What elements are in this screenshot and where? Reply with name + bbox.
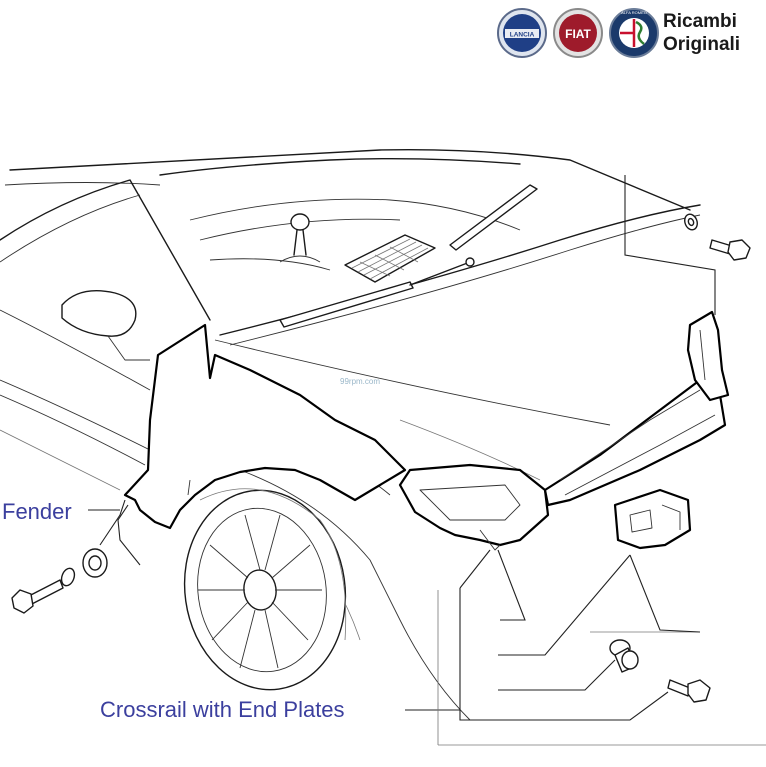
leader-lines: [88, 499, 766, 746]
bottom-fasteners: [590, 631, 711, 703]
label-fender: Fender: [2, 499, 72, 524]
fender-fasteners: [11, 548, 108, 614]
washer-icon: [60, 567, 76, 587]
brand-line-ricambi: Ricambi: [663, 11, 737, 32]
hex-bolt-icon: [667, 679, 711, 703]
fender-part: [123, 323, 407, 530]
wiper: [279, 184, 538, 328]
svg-text:ALFA ROMEO: ALFA ROMEO: [621, 10, 647, 15]
fiat-logo: FIAT: [553, 8, 603, 58]
flanged-nut-icon: [609, 639, 639, 673]
clip-nut-icon: [82, 548, 108, 578]
brand-line-originali: Originali: [663, 34, 740, 55]
dashboard-vent: [344, 234, 436, 283]
car-body-outline: [0, 149, 701, 721]
label-crossrail: Crossrail with End Plates: [100, 697, 345, 722]
brand-logos: LANCIA FIAT ALFA ROMEO Ricambi Originali: [497, 8, 740, 58]
hex-bolt-icon: [11, 579, 64, 614]
crossrail-part: [398, 310, 730, 551]
lancia-logo: LANCIA: [497, 8, 547, 58]
svg-text:FIAT: FIAT: [565, 27, 591, 41]
side-mirror: [61, 290, 150, 361]
washer-icon: [684, 213, 698, 231]
hex-bolt-icon: [709, 239, 751, 261]
gear-lever: [279, 213, 321, 263]
watermark: 99rpm.com: [340, 377, 380, 386]
svg-text:LANCIA: LANCIA: [510, 32, 535, 39]
front-wheel: [183, 488, 347, 691]
top-fasteners: [624, 175, 751, 315]
alfa-romeo-logo: ALFA ROMEO: [609, 8, 659, 58]
